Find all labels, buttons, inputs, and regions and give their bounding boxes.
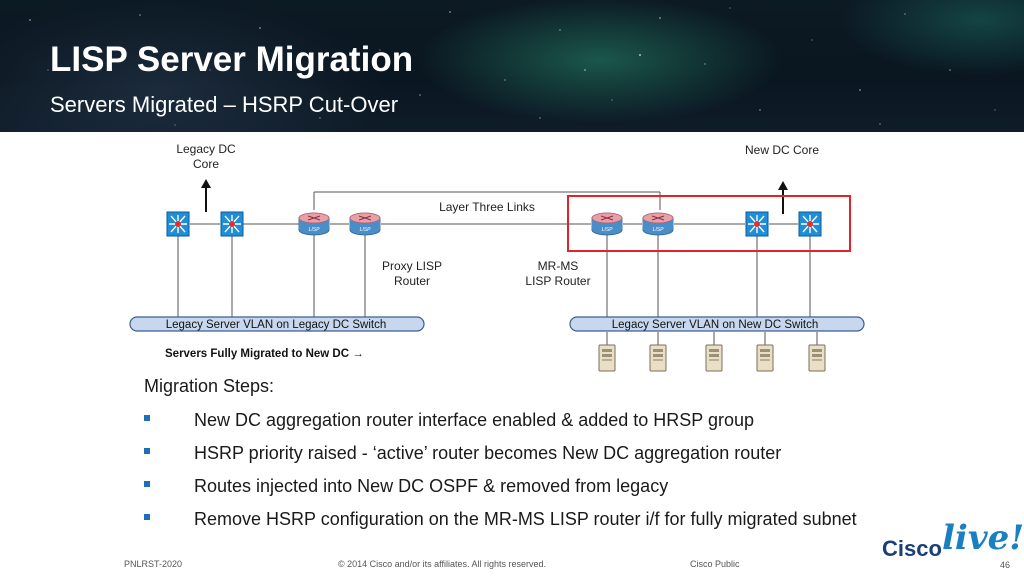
proxy-lisp-router-1 xyxy=(298,212,330,236)
connection-lines xyxy=(177,191,818,358)
migrated-note: Servers Fully Migrated to New DC → xyxy=(165,348,364,360)
step-text: Remove HSRP configuration on the MR-MS L… xyxy=(194,509,857,529)
cisco-live-logo: Cisco live! xyxy=(880,516,1024,564)
bullet-icon xyxy=(144,514,150,520)
footer-copyright: © 2014 Cisco and/or its affiliates. All … xyxy=(338,559,547,569)
highlight-box xyxy=(567,195,851,252)
new-vlan-label: Legacy Server VLAN on New DC Switch xyxy=(612,319,818,331)
legacy-vlan-bar: Legacy Server VLAN on Legacy DC Switch xyxy=(129,316,425,332)
proxy-label-line1: Proxy LISP xyxy=(382,259,442,273)
mrms-label-line2: LISP Router xyxy=(525,274,590,288)
server-5 xyxy=(808,344,826,372)
footer-classification: Cisco Public xyxy=(690,559,740,569)
server-3 xyxy=(705,344,723,372)
bullet-icon xyxy=(144,415,150,421)
slide-title: LISP Server Migration xyxy=(50,40,414,79)
new-vlan-bar: Legacy Server VLAN on New DC Switch xyxy=(569,316,865,332)
header-banner: LISP Server Migration Servers Migrated –… xyxy=(0,0,1024,132)
new-core-arrow xyxy=(778,181,788,214)
legacy-core-switch-2 xyxy=(220,211,244,237)
mrms-lisp-router-1 xyxy=(591,212,623,236)
proxy-label-line2: Router xyxy=(394,274,430,288)
new-core-switch-1 xyxy=(745,211,769,237)
mrms-lisp-router-2 xyxy=(642,212,674,236)
proxy-lisp-router-2 xyxy=(349,212,381,236)
slide-number: 46 xyxy=(1000,560,1011,570)
server-4 xyxy=(756,344,774,372)
legacy-vlan-label: Legacy Server VLAN on Legacy DC Switch xyxy=(166,319,387,331)
logo-cisco-text: Cisco xyxy=(882,536,942,561)
legacy-core-switch-1 xyxy=(166,211,190,237)
network-diagram: LISP xyxy=(120,132,880,372)
step-text: Routes injected into New DC OSPF & remov… xyxy=(194,476,669,496)
slide-subtitle: Servers Migrated – HSRP Cut-Over xyxy=(50,92,399,117)
step-text: HSRP priority raised - ‘active’ router b… xyxy=(194,443,782,463)
bullet-icon xyxy=(144,481,150,487)
legacy-core-arrow xyxy=(201,179,211,212)
footer-session-id: PNLRST-2020 xyxy=(124,559,183,569)
starfield-background xyxy=(29,7,996,126)
step-text: New DC aggregation router interface enab… xyxy=(194,410,755,430)
mrms-label-line1: MR-MS xyxy=(538,259,579,273)
layer3-label: Layer Three Links xyxy=(439,200,535,214)
server-1 xyxy=(598,344,616,372)
steps-heading: Migration Steps: xyxy=(144,376,275,396)
legacy-core-label-line1: Legacy DC xyxy=(176,142,236,156)
bullet-icon xyxy=(144,448,150,454)
new-core-switch-2 xyxy=(798,211,822,237)
logo-live-text: live! xyxy=(942,518,1024,558)
legacy-core-label-line2: Core xyxy=(193,157,219,171)
new-core-label: New DC Core xyxy=(745,143,819,157)
server-2 xyxy=(649,344,667,372)
